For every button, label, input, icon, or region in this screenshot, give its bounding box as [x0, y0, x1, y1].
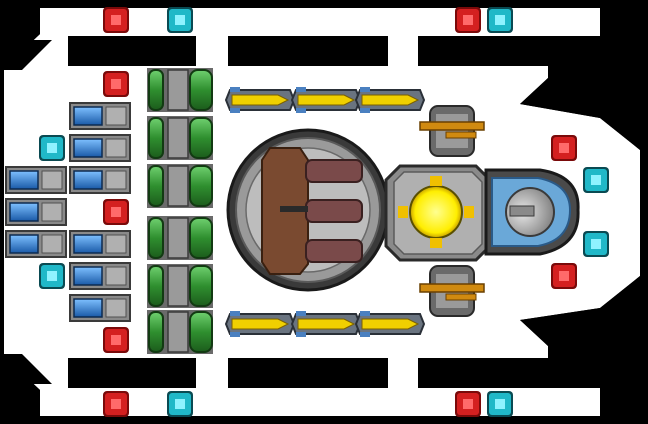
red-node-icon[interactable] [551, 263, 577, 289]
thruster-icon[interactable] [5, 230, 67, 258]
thruster-icon[interactable] [69, 294, 131, 322]
thruster-icon[interactable] [5, 166, 67, 194]
missile-launcher-icon[interactable] [291, 86, 361, 114]
missile-launcher-icon[interactable] [225, 310, 295, 338]
red-node-icon[interactable] [103, 327, 129, 353]
red-node-icon[interactable] [455, 7, 481, 33]
thruster-icon[interactable] [69, 134, 131, 162]
cyan-node-icon[interactable] [487, 7, 513, 33]
fuel-tank-icon[interactable] [146, 67, 214, 113]
cyan-node-icon[interactable] [39, 135, 65, 161]
missile-launcher-icon[interactable] [291, 310, 361, 338]
red-node-icon[interactable] [103, 71, 129, 97]
missile-launcher-icon[interactable] [225, 86, 295, 114]
thruster-icon[interactable] [69, 230, 131, 258]
fuel-tank-icon[interactable] [146, 115, 214, 161]
red-node-icon[interactable] [103, 199, 129, 225]
cyan-node-icon[interactable] [167, 7, 193, 33]
thruster-icon[interactable] [5, 198, 67, 226]
hangar-dome-icon[interactable] [226, 128, 390, 292]
shield-generator-icon[interactable] [484, 168, 580, 256]
red-node-icon[interactable] [103, 391, 129, 417]
cyan-node-icon[interactable] [167, 391, 193, 417]
missile-launcher-icon[interactable] [355, 310, 425, 338]
cyan-node-icon[interactable] [39, 263, 65, 289]
turret-icon[interactable] [419, 105, 485, 157]
fuel-tank-icon[interactable] [146, 263, 214, 309]
fuel-tank-icon[interactable] [146, 309, 214, 355]
missile-launcher-icon[interactable] [355, 86, 425, 114]
cyan-node-icon[interactable] [487, 391, 513, 417]
fuel-tank-icon[interactable] [146, 215, 214, 261]
thruster-icon[interactable] [69, 262, 131, 290]
fuel-tank-icon[interactable] [146, 163, 214, 209]
cyan-node-icon[interactable] [583, 231, 609, 257]
red-node-icon[interactable] [455, 391, 481, 417]
red-node-icon[interactable] [551, 135, 577, 161]
thruster-icon[interactable] [69, 102, 131, 130]
cyan-node-icon[interactable] [583, 167, 609, 193]
reactor-core-icon[interactable] [384, 164, 492, 262]
thruster-icon[interactable] [69, 166, 131, 194]
turret-icon[interactable] [419, 265, 485, 317]
red-node-icon[interactable] [103, 7, 129, 33]
